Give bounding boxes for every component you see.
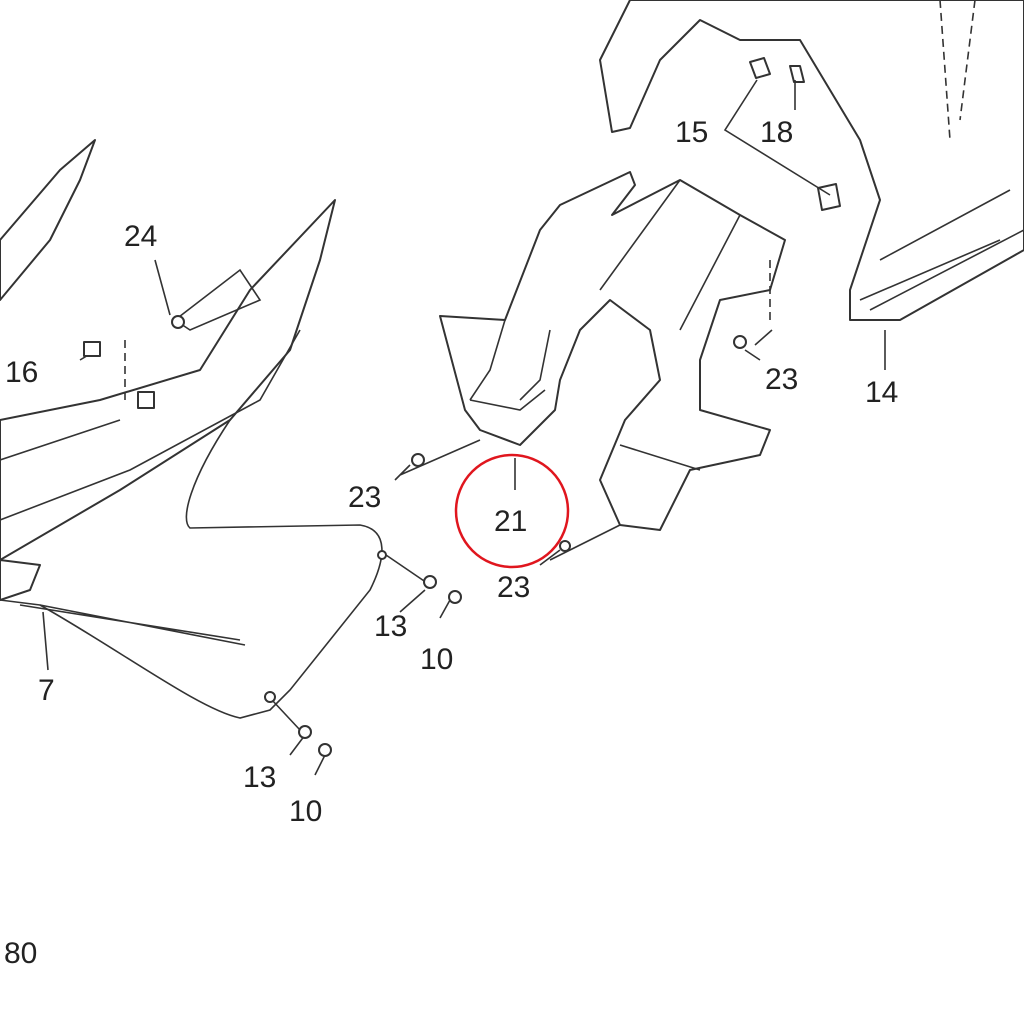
side-cover-part-7	[0, 139, 383, 719]
part-label-16: 16	[5, 356, 39, 389]
leader-lines	[42, 79, 886, 776]
part-label-24: 24	[124, 220, 158, 253]
part-label-13-upper: 13	[374, 610, 408, 643]
figure-number: 80	[4, 937, 38, 970]
inner-panel-part-21	[439, 171, 786, 531]
part-label-7: 7	[38, 674, 55, 707]
part-label-21: 21	[494, 505, 528, 538]
fasteners	[83, 315, 747, 757]
highlight-circle	[454, 453, 570, 569]
part-label-10-upper: 10	[420, 643, 454, 676]
part-label-23-bottom: 23	[497, 571, 531, 604]
part-label-23-left: 23	[348, 481, 382, 514]
part-label-15: 15	[675, 116, 709, 149]
part-label-18: 18	[760, 116, 794, 149]
part-label-13-lower: 13	[243, 761, 277, 794]
part-label-10-lower: 10	[289, 795, 323, 828]
part-label-23-right: 23	[765, 363, 799, 396]
part-label-14: 14	[865, 376, 899, 409]
